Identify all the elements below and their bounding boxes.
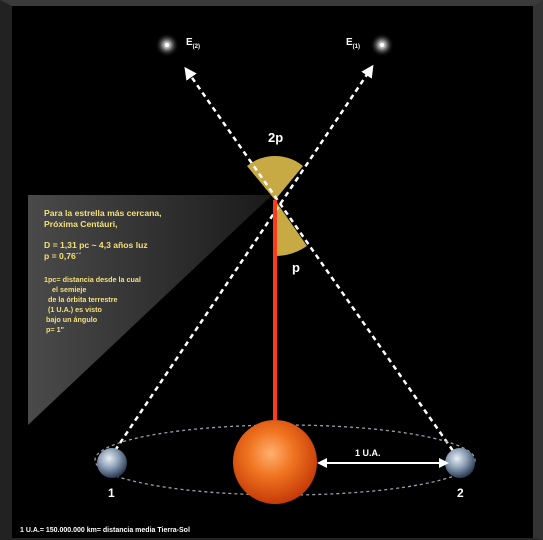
info-line-2: Próxima Centáuri,	[44, 219, 118, 229]
sun	[233, 420, 317, 504]
au-label: 1 U.A.	[355, 448, 381, 458]
earth-1-label: 1	[108, 486, 115, 500]
star-1	[380, 43, 384, 47]
info-line-9: bajo un ángulo	[44, 315, 98, 324]
star-2	[165, 43, 169, 47]
info-line-1: Para la estrella más cercana,	[44, 208, 162, 218]
info-line-8: (1 U.A.) es visto	[44, 305, 102, 314]
angle-2p-wedge	[247, 155, 303, 200]
info-line-3: D = 1,31 pc ~ 4,3 años luz	[44, 240, 148, 250]
angle-p-wedge	[275, 200, 307, 257]
angle-p-label: p	[292, 260, 300, 275]
angle-2p-label: 2p	[268, 130, 284, 145]
info-panel-shape	[28, 195, 272, 425]
sight-line-earth2-star2	[184, 66, 460, 459]
info-line-10: p= 1"	[44, 325, 64, 334]
earth-2-label: 2	[457, 486, 464, 500]
sight-line-earth1-star1	[108, 64, 374, 459]
info-line-7: de la órbita terrestre	[44, 295, 118, 304]
info-line-5: 1pc= distancia desde la cual	[44, 275, 141, 284]
footer-note: 1 U.A.= 150.000.000 km= distancia media …	[20, 527, 190, 534]
earth-2	[445, 448, 475, 478]
info-line-4: p = 0,76´´	[44, 251, 82, 261]
star-2-label: E(2)	[186, 37, 201, 50]
star-1-label: E(1)	[346, 37, 361, 50]
info-line-6: el semieje	[44, 285, 87, 294]
earth-1	[97, 448, 127, 478]
